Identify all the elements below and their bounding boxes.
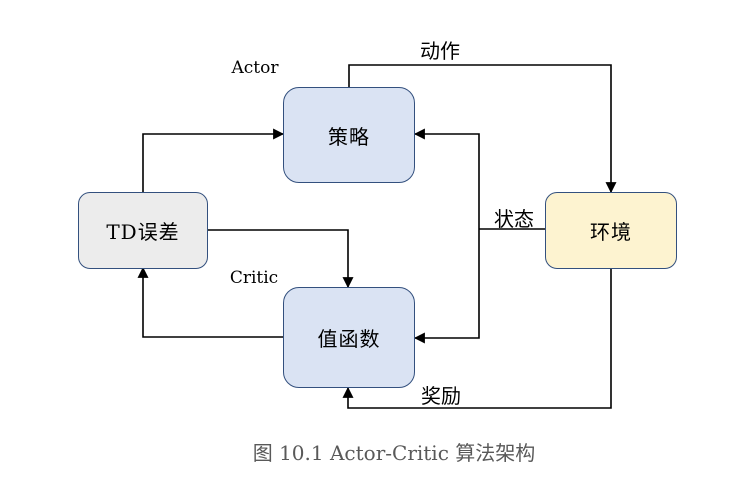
- node-environment: 环境: [545, 192, 677, 269]
- edge-action-policy-to-environment: [348, 64, 617, 194]
- node-td-error: TD误差: [78, 192, 208, 269]
- edge-reward-environment-to-value-function: [342, 268, 612, 409]
- edge-state-to-policy: [413, 128, 480, 229]
- annotation-actor: Actor: [231, 58, 279, 78]
- node-policy-label: 策略: [328, 124, 370, 149]
- figure-caption: 图 10.1 Actor-Critic 算法架构: [252, 441, 536, 465]
- edge-label-state: 状态: [494, 207, 534, 231]
- edge-td-error-to-policy: [142, 128, 285, 192]
- node-environment-label: 环境: [590, 220, 632, 244]
- edge-state-to-value-function: [413, 229, 480, 344]
- node-value-function: 值函数: [283, 287, 415, 388]
- annotation-critic: Critic: [229, 268, 279, 288]
- node-td-error-label: TD误差: [106, 220, 180, 244]
- edge-value-function-to-td-error: [137, 266, 283, 338]
- edge-td-error-to-value-function: [208, 229, 354, 289]
- node-value-function-label: 值函数: [317, 327, 381, 351]
- edge-label-action: 动作: [420, 39, 460, 63]
- edge-label-reward: 奖励: [421, 384, 461, 408]
- node-policy: 策略: [283, 87, 415, 183]
